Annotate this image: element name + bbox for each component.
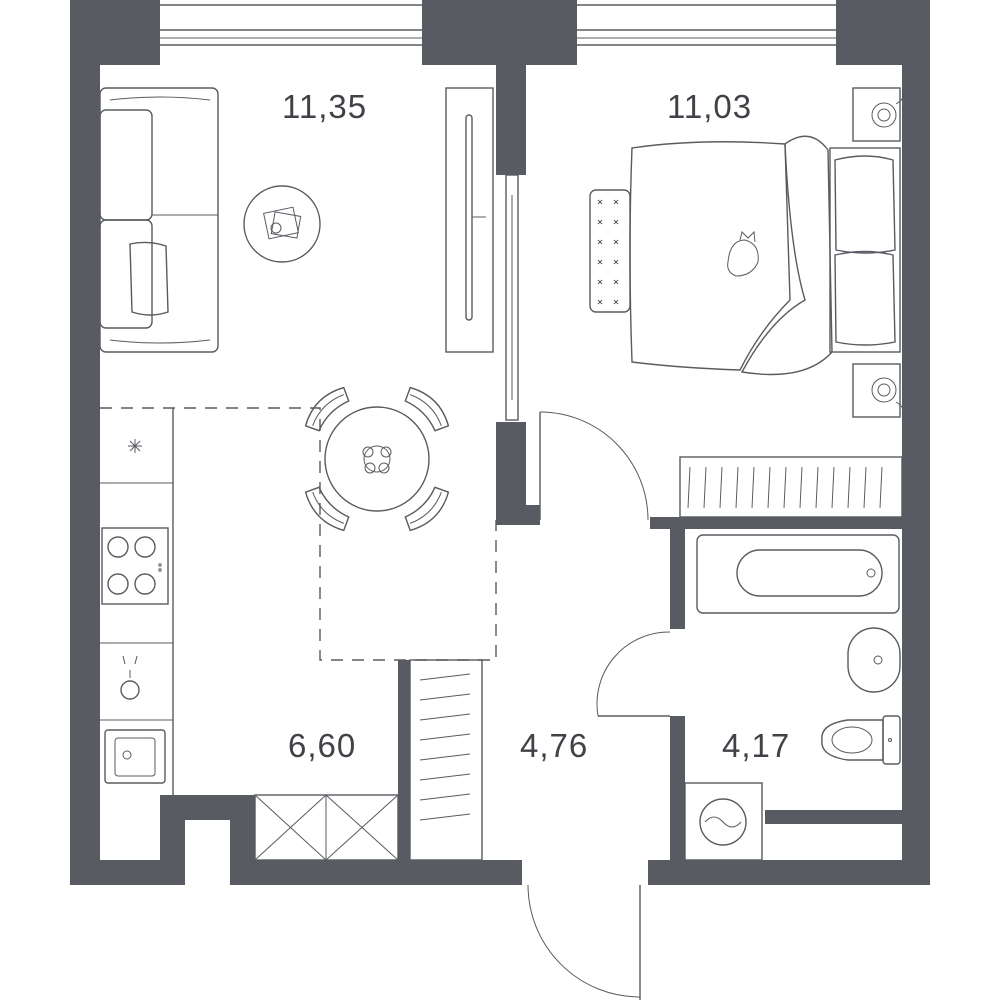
sink-icon [104, 655, 166, 784]
room-area-kitchen: 6,60 [288, 727, 356, 764]
bathtub-icon [696, 534, 900, 614]
toilet-icon [821, 715, 901, 765]
door-icon [539, 411, 649, 521]
wardrobe-icon [679, 456, 903, 518]
washing-machine-icon [684, 782, 763, 861]
washbasin-icon [847, 627, 901, 693]
room-area-bathroom: 4,17 [722, 727, 790, 764]
room-area-living: 11,35 [282, 88, 367, 125]
cat-icon [727, 230, 759, 277]
walls [70, 0, 930, 885]
door-icon [527, 884, 641, 1000]
window-icon [160, 4, 836, 46]
tv-icon [445, 87, 494, 353]
cooktop-icon [101, 527, 169, 605]
sofa-icon [99, 87, 219, 353]
bedroom-window-panel [505, 174, 519, 421]
kitchen-counter [100, 408, 174, 795]
bed-icon [589, 135, 901, 376]
door-icon [596, 631, 671, 717]
wardrobe-icon [409, 659, 483, 861]
kitchen-cabinet [254, 794, 399, 861]
nightstand-icon [852, 87, 904, 418]
room-area-bedroom: 11,03 [667, 88, 752, 125]
coffee-table-icon [243, 185, 321, 263]
dining-table-icon [100, 386, 497, 661]
room-area-hallway: 4,76 [520, 727, 588, 764]
fridge-icon [128, 439, 142, 453]
